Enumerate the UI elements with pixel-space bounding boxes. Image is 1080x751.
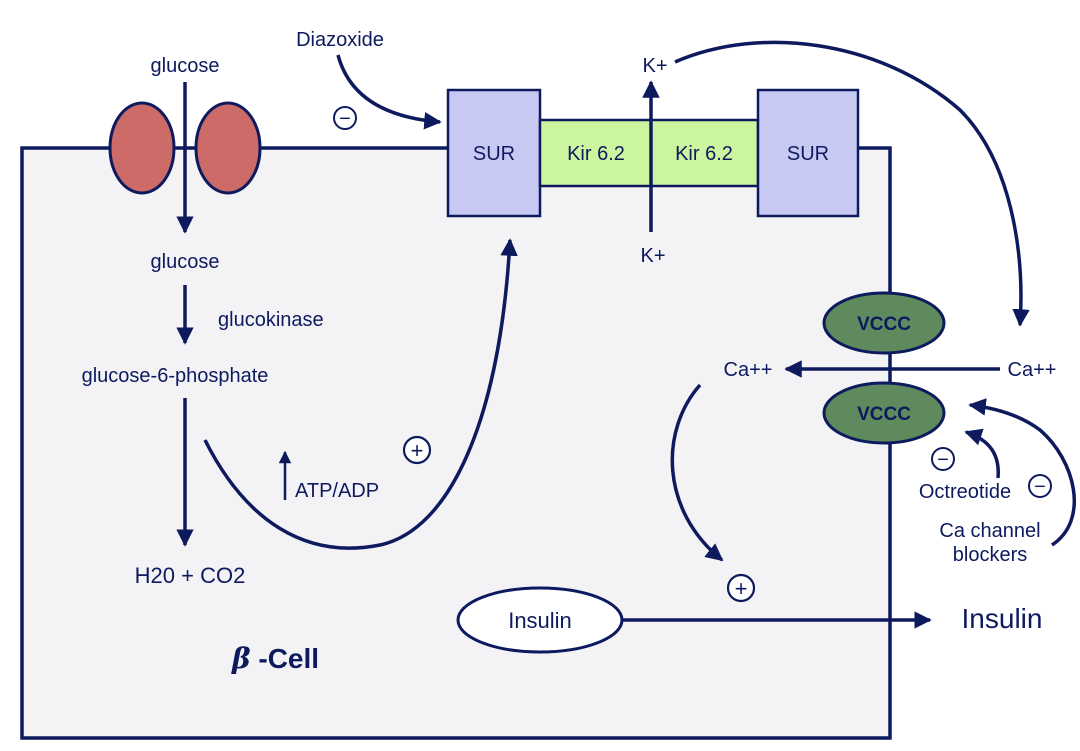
ca-inside-label: Ca++ xyxy=(724,359,773,381)
vccc-bottom xyxy=(822,381,946,445)
octreotide-sign: − xyxy=(937,449,949,471)
glucose-inside-label: glucose xyxy=(151,251,220,273)
kir-left-label: Kir 6.2 xyxy=(567,143,625,165)
glucose-transporter-right xyxy=(194,101,262,195)
blockers-sign: − xyxy=(1034,476,1046,498)
glucose6p-label: glucose-6-phosphate xyxy=(82,365,269,387)
vccc-top xyxy=(822,291,946,355)
kir-box xyxy=(538,118,760,188)
ca-blockers-line2: blockers xyxy=(953,544,1027,566)
glucose-transporter-left xyxy=(108,101,176,195)
insulin-outside-label: Insulin xyxy=(962,603,1043,634)
ca-sign: + xyxy=(735,576,748,601)
sur-right-label: SUR xyxy=(787,143,829,165)
ca-blockers-line1: Ca channel xyxy=(939,520,1040,542)
octreotide-arrow xyxy=(964,428,1000,479)
blockers-sign-circle xyxy=(1028,474,1052,498)
blockers-arrow xyxy=(968,398,1076,547)
sur-left-label: SUR xyxy=(473,143,515,165)
atp-curve-arrow xyxy=(203,238,518,550)
ca-outside-label: Ca++ xyxy=(1008,359,1057,381)
cell-membrane-outline xyxy=(20,146,892,740)
octreotide-label: Octreotide xyxy=(919,481,1011,503)
atp-sign: + xyxy=(411,438,424,463)
vccc-top-label: VCCC xyxy=(857,314,911,335)
cell-word: -Cell xyxy=(251,643,319,674)
k-in-label: K+ xyxy=(640,245,665,267)
insulin-inside-label: Insulin xyxy=(508,608,572,633)
vccc-bottom-label: VCCC xyxy=(857,404,911,425)
ca-sign-circle xyxy=(726,573,756,603)
h2o-co2-label: H20 + CO2 xyxy=(135,563,246,588)
diazoxide-arrow xyxy=(336,54,442,130)
k-out-label: K+ xyxy=(642,55,667,77)
beta-cell-label: β -Cell xyxy=(231,642,319,675)
ca-to-insulin-arrow xyxy=(670,383,724,562)
kir-right-label: Kir 6.2 xyxy=(675,143,733,165)
k-to-ca-curve-arrow xyxy=(674,40,1030,327)
sur-right-box xyxy=(756,88,860,218)
octreotide-sign-circle xyxy=(931,447,955,471)
glucokinase-label: glucokinase xyxy=(218,309,324,331)
diazoxide-label: Diazoxide xyxy=(296,29,384,51)
beta-symbol: β xyxy=(231,642,251,675)
atp-sign-circle xyxy=(402,435,432,465)
atp-adp-label: ATP/ADP xyxy=(295,480,379,502)
diazoxide-sign-circle xyxy=(333,106,357,130)
cell-membrane xyxy=(22,148,890,738)
glucose-outside-label: glucose xyxy=(151,55,220,77)
diazoxide-sign: − xyxy=(339,108,351,130)
